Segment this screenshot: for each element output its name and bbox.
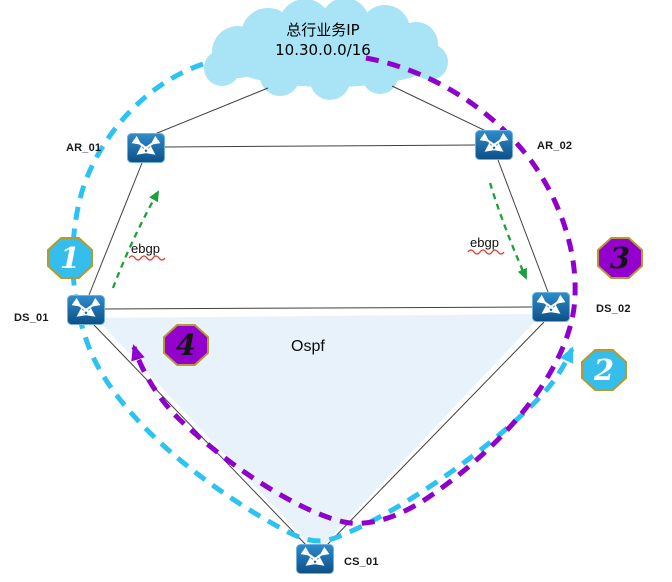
spellcheck-squiggle-right — [467, 249, 505, 255]
ospf-label: Ospf — [291, 338, 325, 355]
link-lines — [88, 85, 549, 547]
switch-icon — [475, 130, 513, 160]
node-ar01 — [127, 133, 165, 163]
badge-2: 2 — [581, 349, 627, 391]
node-ar02 — [475, 130, 513, 160]
badge-1-number: 1 — [59, 240, 81, 275]
ospf-area — [96, 314, 542, 552]
purple-traffic-path — [131, 55, 578, 526]
badge-4-number: 4 — [175, 327, 197, 362]
cloud-shape — [204, 0, 448, 100]
ebgp-label-left: ebgp — [131, 241, 160, 256]
badge-4: 4 — [163, 324, 209, 366]
node-label-ds02: DS_02 — [596, 303, 631, 315]
node-label-ar02: AR_02 — [537, 140, 573, 152]
switch-icon — [296, 544, 334, 574]
cloud-label: 总行业务IP 10.30.0.0/16 — [218, 20, 428, 60]
badge-1: 1 — [47, 237, 93, 279]
node-label-cs01: CS_01 — [344, 556, 379, 568]
switch-icon — [532, 292, 570, 322]
node-label-ds01: DS_01 — [14, 312, 49, 324]
cloud-label-line1: 总行业务IP — [286, 21, 360, 39]
switch-icon — [67, 295, 105, 325]
ebgp-arrow-left — [111, 190, 160, 289]
badge-3: 3 — [597, 237, 643, 279]
node-label-ar01: AR_01 — [66, 142, 102, 154]
spellcheck-squiggle-left — [128, 255, 166, 261]
node-ds01 — [67, 295, 105, 325]
switch-icon — [127, 133, 165, 163]
cloud-label-line2: 10.30.0.0/16 — [275, 41, 371, 59]
ebgp-arrow-right — [488, 182, 528, 280]
cyan-traffic-path — [70, 61, 575, 544]
badge-2-number: 2 — [593, 352, 615, 387]
badge-3-number: 3 — [609, 240, 631, 275]
node-cs01 — [296, 544, 334, 574]
node-ds02 — [532, 292, 570, 322]
ebgp-label-right: ebgp — [470, 235, 499, 250]
